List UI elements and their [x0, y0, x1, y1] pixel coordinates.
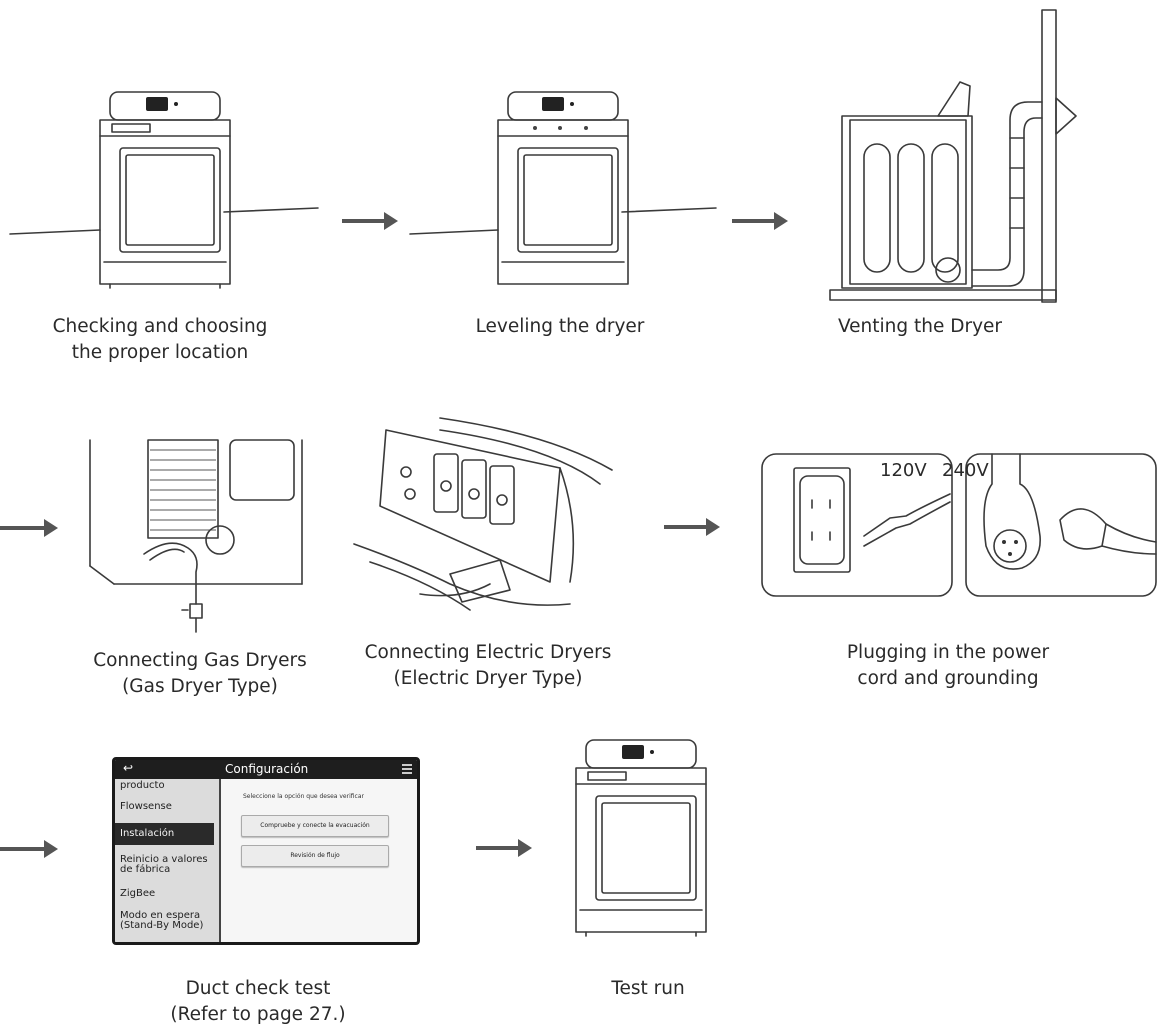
step-caption-duct-check: Duct check test (Refer to page 27.): [170, 978, 346, 1025]
step-caption-leveling: Leveling the dryer: [475, 316, 645, 337]
menu-icon[interactable]: [402, 763, 412, 775]
step-caption-venting: Venting the Dryer: [837, 316, 1003, 337]
screen-prompt: Seleccione la opción que desea verificar: [243, 793, 364, 800]
screen-title: Configuración: [225, 762, 309, 776]
sidebar-item-zigbee[interactable]: ZigBee: [120, 888, 156, 899]
dryer-leveling-illustration: [409, 91, 717, 285]
step-caption-power: Plugging in the power cord and grounding: [846, 642, 1050, 689]
arrow-right-icon: [340, 210, 400, 236]
flow-check-button[interactable]: Revisión de flujo: [241, 845, 389, 867]
sidebar-item-producto[interactable]: producto: [120, 780, 165, 791]
arrow-right-icon: [0, 838, 60, 864]
dryer-test-run-illustration: [575, 739, 707, 937]
arrow-right-icon: [662, 516, 722, 542]
screen-header: ↩ Configuración: [115, 760, 417, 779]
dryer-vent-illustration: [829, 9, 1077, 303]
back-arrow-icon[interactable]: ↩: [123, 761, 134, 775]
power-outlet-illustration: [761, 453, 1157, 597]
electric-connection-illustration: [353, 417, 613, 611]
arrow-right-icon: [0, 517, 60, 543]
voltage-label-120: 120V: [880, 460, 927, 481]
step-caption-test-run: Test run: [611, 978, 685, 999]
arrow-right-icon: [474, 837, 534, 863]
gas-connection-illustration: [89, 439, 303, 633]
settings-sidebar: producto Flowsense Instalación Reinicio …: [115, 779, 221, 942]
sidebar-item-reinicio[interactable]: Reinicio a valores de fábrica: [120, 854, 208, 875]
sidebar-item-flowsense[interactable]: Flowsense: [120, 801, 172, 812]
sidebar-item-standby[interactable]: Modo en espera (Stand-By Mode): [120, 910, 204, 931]
step-caption-gas: Connecting Gas Dryers (Gas Dryer Type): [93, 650, 307, 697]
voltage-label-240: 240V: [942, 460, 989, 481]
sidebar-item-instalacion[interactable]: Instalación: [115, 823, 214, 845]
step-caption-location: Checking and choosing the proper locatio…: [52, 316, 268, 363]
duct-check-button[interactable]: Compruebe y conecte la evacuación: [241, 815, 389, 837]
dryer-front-illustration: [9, 91, 319, 289]
arrow-right-icon: [730, 210, 790, 236]
step-caption-electric: Connecting Electric Dryers (Electric Dry…: [364, 642, 612, 689]
control-screen: ↩ Configuración producto Flowsense Insta…: [112, 757, 420, 945]
